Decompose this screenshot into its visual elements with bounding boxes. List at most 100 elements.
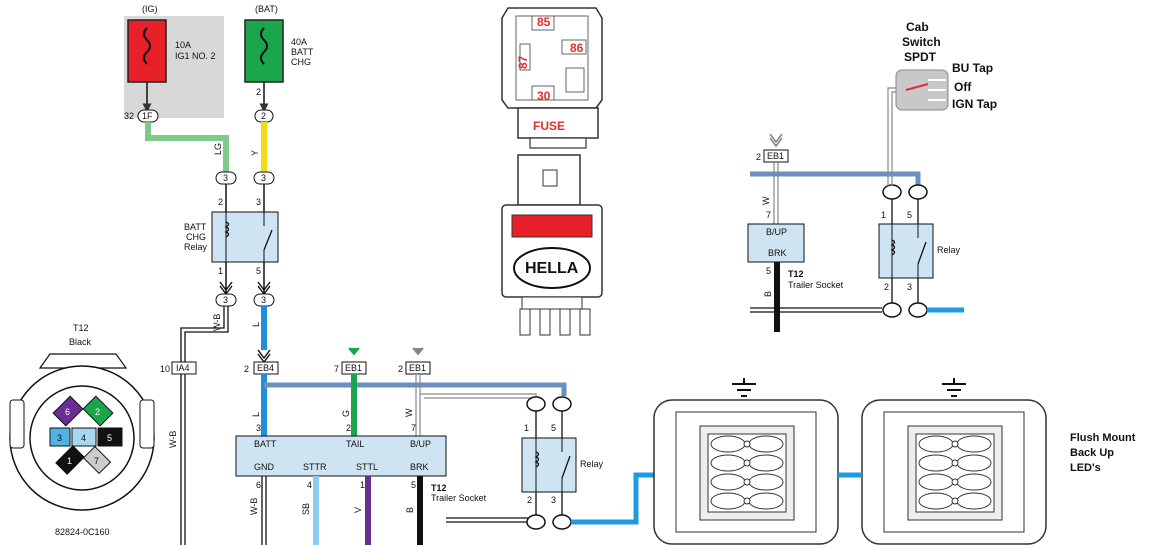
wire-b2-label: B	[763, 291, 773, 297]
socket-right-top: B/UP	[766, 227, 787, 237]
cab-switch-lever-icon	[905, 83, 929, 91]
led-lens	[710, 492, 746, 510]
fuse-bat-name2: CHG	[291, 57, 311, 67]
eb4-label: EB4	[257, 363, 274, 373]
led-lens	[956, 435, 992, 453]
led-lens	[748, 454, 784, 472]
relay-lower-label: Relay	[580, 459, 604, 469]
fuse-ig-name: IG1 NO. 2	[175, 51, 216, 61]
wire-y-label: Y	[250, 150, 260, 156]
fuse-bat-element-icon	[260, 27, 268, 65]
led-diode	[743, 459, 751, 467]
wire-led-feed	[571, 472, 660, 525]
fuse-bat-name: BATT	[291, 47, 314, 57]
relay-upper	[878, 223, 934, 279]
leds-label-1: Flush Mount	[1070, 432, 1136, 444]
t12-plug-side-left	[9, 399, 25, 449]
connector-ia4	[171, 361, 197, 375]
socket-pin-top-0: 3	[256, 423, 261, 433]
led-lens	[710, 454, 746, 472]
led-lens	[956, 473, 992, 491]
relay-lower	[521, 437, 577, 493]
led-diode	[743, 497, 751, 505]
relay-conn-top-left-label: 3	[223, 173, 228, 183]
wire-w-to-relay-a	[420, 393, 537, 396]
relay-lower-pin-5: 5	[551, 423, 556, 433]
socket-main-name: T12	[431, 483, 447, 493]
wire-l2-label: L	[251, 412, 261, 417]
socket-pin-bottom-1: 4	[307, 480, 312, 490]
batt-relay-label2: CHG	[186, 232, 206, 242]
connector-arrow-icon	[769, 133, 783, 148]
wire-wb2-label: W-B	[168, 431, 178, 448]
hella-pin-86: 86	[570, 41, 584, 55]
socket-pin-bottom-0: 6	[256, 480, 261, 490]
relay-lower-conn-2	[526, 514, 546, 530]
relay-conn-top-right-label: 3	[261, 173, 266, 183]
socket-right-desc: Trailer Socket	[788, 280, 844, 290]
socket-bottom-label-0: GND	[254, 462, 275, 472]
cab-switch-pos2: Off	[954, 80, 972, 94]
t12-cell-3	[49, 427, 71, 447]
socket-pin-bottom-3: 5	[411, 480, 416, 490]
eb1-c-label: EB1	[767, 151, 784, 161]
relay-upper-label: Relay	[937, 245, 961, 255]
connector-eb1-b	[405, 361, 431, 375]
wire-bus-blue	[264, 382, 567, 396]
hella-relay-side-view	[501, 154, 603, 336]
relay-lower-pin-3: 3	[551, 495, 556, 505]
ia4-pin: 10	[160, 364, 170, 374]
connector-eb1-c	[763, 149, 789, 163]
socket-right-pin-top: 7	[766, 210, 771, 220]
socket-top-label-1: TAIL	[346, 439, 364, 449]
t12-plug-subtitle: Black	[69, 337, 92, 347]
led-diode	[951, 459, 959, 467]
led-lens	[748, 492, 784, 510]
led-diode	[743, 478, 751, 486]
t12-plug-side-right	[139, 399, 155, 449]
socket-main-desc: Trailer Socket	[431, 493, 487, 503]
wire-wb-b	[184, 306, 229, 362]
socket-pin-top-2: 7	[411, 423, 416, 433]
fuse-ig-pin: 32	[124, 111, 134, 121]
wire-bus-blue-right	[750, 171, 921, 186]
relay-coil-icon	[534, 451, 540, 468]
connector-arrow-icon	[348, 347, 360, 356]
batt-relay-pin-tr: 3	[256, 197, 261, 207]
batt-relay-pin-tl: 2	[218, 197, 223, 207]
relay-switch-icon	[561, 455, 571, 479]
led-lens	[710, 435, 746, 453]
socket-right-pin-bottom: 5	[766, 266, 771, 276]
relay-coil-icon	[224, 221, 230, 238]
t12-cell-5	[97, 427, 123, 447]
led-lens	[918, 473, 954, 491]
fuse-bat-pin: 2	[256, 87, 261, 97]
t12-plug-cells: 6 2 3 4 5 1 7	[49, 395, 123, 475]
socket-bottom-label-2: STTL	[356, 462, 378, 472]
cab-switch-line1: Cab	[906, 20, 929, 34]
hella-relay-top-view	[501, 7, 603, 149]
relay-upper-pin-1: 1	[881, 210, 886, 220]
wire-l-label: L	[251, 322, 261, 327]
socket-right-name: T12	[788, 269, 804, 279]
t12-cell-2-label: 2	[95, 407, 100, 417]
fuse-ig-header: (IG)	[142, 4, 158, 14]
eb1-c-pin: 2	[756, 152, 761, 162]
hella-pin-30: 30	[537, 89, 551, 103]
t12-cell-2	[82, 395, 114, 427]
cab-switch-line3: SPDT	[904, 50, 937, 64]
fuse-bat-header: (BAT)	[255, 4, 278, 14]
batt-relay-label3: Relay	[184, 242, 208, 252]
relay-lower-pin-2: 2	[527, 495, 532, 505]
socket-right-bottom: BRK	[768, 248, 787, 258]
eb1-a-label: EB1	[345, 363, 362, 373]
cab-switch-pos1: BU Tap	[952, 61, 993, 75]
socket-pin-top-1: 2	[346, 423, 351, 433]
connector-2-label: 2	[261, 111, 266, 121]
relay-upper-pin-2: 2	[884, 282, 889, 292]
trailer-socket-right	[747, 223, 805, 263]
wire-sb-label: SB	[301, 503, 311, 515]
led-lens	[918, 492, 954, 510]
